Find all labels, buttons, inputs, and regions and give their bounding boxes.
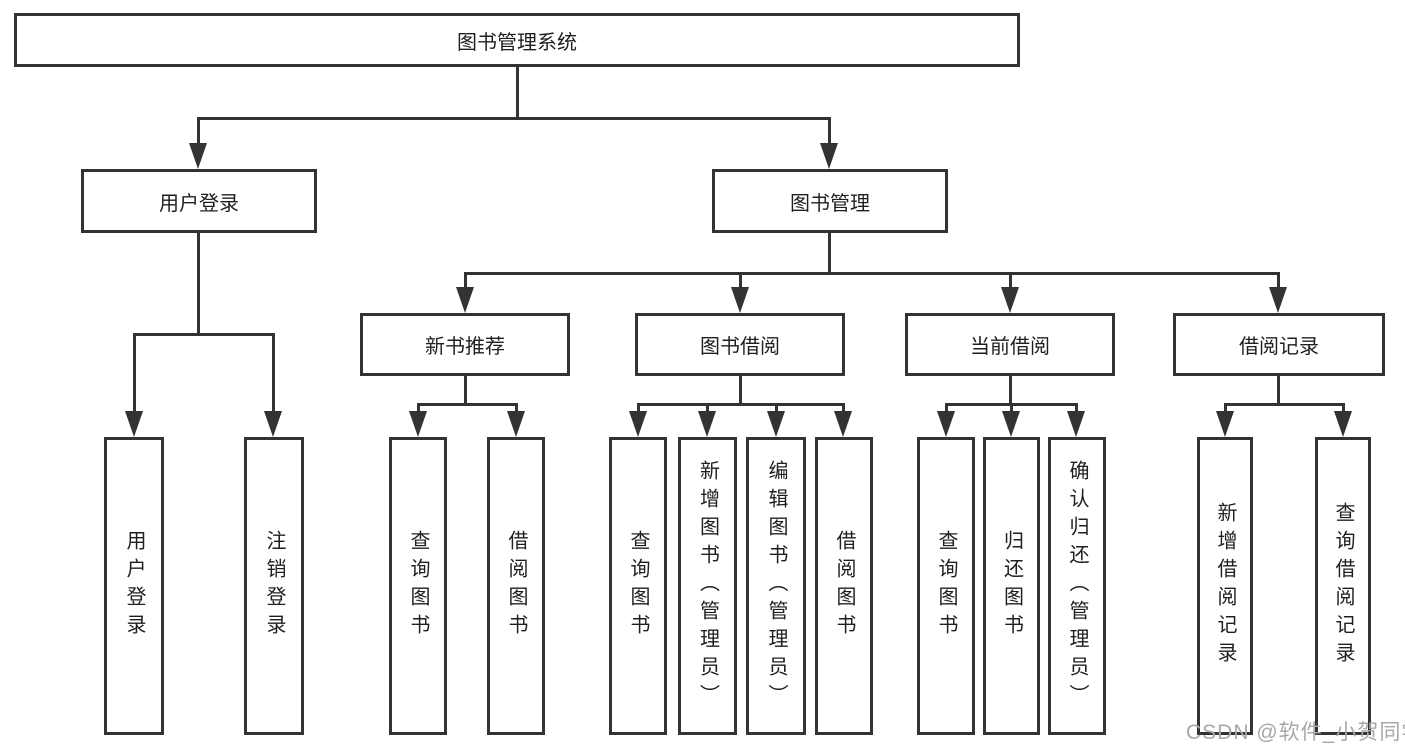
node-leaf-borrow-books: 借阅图书 [815, 437, 873, 735]
connector-vline [706, 403, 709, 415]
arrowhead-down-icon [820, 143, 838, 169]
connector-vline [739, 272, 742, 290]
node-leaf-edit-books-admin: 编辑图书（管理员） [746, 437, 806, 735]
connector-vline [828, 233, 831, 275]
node-new-book-recommend-label: 新书推荐 [425, 336, 505, 358]
arrowhead-down-icon [456, 287, 474, 313]
arrowhead-down-icon [834, 411, 852, 437]
node-root-label: 图书管理系统 [457, 31, 577, 54]
connector-vline [637, 403, 640, 415]
arrowhead-down-icon [1067, 411, 1085, 437]
connector-vline [1277, 272, 1280, 290]
connector-vline [464, 376, 467, 406]
connector-vline [828, 117, 831, 147]
node-leaf-borrow-books-recommend: 借阅图书 [487, 437, 545, 735]
arrowhead-down-icon [629, 411, 647, 437]
connector-vline [842, 403, 845, 415]
leaf-label: 查询借阅记录 [1332, 502, 1354, 670]
arrowhead-down-icon [767, 411, 785, 437]
connector-vline [1010, 403, 1013, 415]
arrowhead-down-icon [731, 287, 749, 313]
connector-vline [272, 333, 275, 413]
leaf-label: 查询图书 [627, 530, 649, 642]
arrowhead-down-icon [507, 411, 525, 437]
node-book-management: 图书管理 [712, 169, 948, 233]
leaf-label: 用户登录 [123, 530, 145, 642]
connector-vline [1009, 272, 1012, 290]
arrowhead-down-icon [125, 411, 143, 437]
connector-vline [1009, 376, 1012, 406]
leaf-label: 归还图书 [1000, 530, 1023, 642]
arrowhead-down-icon [937, 411, 955, 437]
connector-vline [197, 117, 200, 147]
node-user-login: 用户登录 [81, 169, 317, 233]
connector-vline [739, 376, 742, 406]
node-user-login-label: 用户登录 [159, 192, 239, 215]
arrowhead-down-icon [409, 411, 427, 437]
leaf-label: 编辑图书（管理员） [765, 460, 787, 712]
connector-vline [1342, 403, 1345, 415]
arrowhead-down-icon [1216, 411, 1234, 437]
leaf-label: 查询图书 [407, 530, 429, 642]
connector-vline [516, 67, 519, 119]
node-leaf-confirm-return-admin: 确认归还（管理员） [1048, 437, 1106, 735]
connector-vline [775, 403, 778, 415]
connector-hline [133, 333, 274, 336]
node-leaf-return-books: 归还图书 [983, 437, 1040, 735]
node-root: 图书管理系统 [14, 13, 1020, 67]
node-leaf-add-borrow-record: 新增借阅记录 [1197, 437, 1253, 735]
leaf-label: 新增借阅记录 [1214, 502, 1236, 670]
connector-vline [1224, 403, 1227, 415]
arrowhead-down-icon [1001, 287, 1019, 313]
csdn-watermark: CSDN @软件_小贺同学 [1186, 721, 1405, 744]
leaf-label: 确认归还（管理员） [1066, 460, 1088, 712]
arrowhead-down-icon [1269, 287, 1287, 313]
node-leaf-query-borrow-record: 查询借阅记录 [1315, 437, 1371, 735]
arrowhead-down-icon [698, 411, 716, 437]
node-borrow-records: 借阅记录 [1173, 313, 1385, 376]
node-current-borrow: 当前借阅 [905, 313, 1115, 376]
connector-vline [945, 403, 948, 415]
connector-vline [1277, 376, 1280, 406]
connector-vline [133, 333, 136, 413]
connector-vline [1075, 403, 1078, 415]
node-leaf-add-books-admin: 新增图书（管理员） [678, 437, 737, 735]
node-book-borrow-label: 图书借阅 [700, 336, 780, 358]
arrowhead-down-icon [264, 411, 282, 437]
connector-hline [464, 272, 1279, 275]
connector-vline [515, 403, 518, 415]
arrowhead-down-icon [1334, 411, 1352, 437]
connector-vline [417, 403, 420, 415]
connector-vline [197, 233, 200, 336]
node-leaf-query-books-recommend: 查询图书 [389, 437, 447, 735]
node-leaf-query-books-current: 查询图书 [917, 437, 975, 735]
arrowhead-down-icon [1002, 411, 1020, 437]
connector-hline [197, 117, 830, 120]
connector-vline [464, 272, 467, 290]
connector-hline [637, 403, 845, 406]
connector-hline [417, 403, 517, 406]
leaf-label: 注销登录 [263, 530, 285, 642]
connector-hline [1224, 403, 1344, 406]
node-leaf-user-login: 用户登录 [104, 437, 164, 735]
node-leaf-query-books-borrow: 查询图书 [609, 437, 667, 735]
node-book-management-label: 图书管理 [790, 192, 870, 215]
leaf-label: 借阅图书 [505, 530, 527, 642]
arrowhead-down-icon [189, 143, 207, 169]
node-current-borrow-label: 当前借阅 [970, 336, 1050, 358]
leaf-label: 新增图书（管理员） [696, 460, 719, 712]
node-new-book-recommend: 新书推荐 [360, 313, 570, 376]
leaf-label: 查询图书 [935, 530, 957, 642]
node-borrow-records-label: 借阅记录 [1239, 336, 1319, 358]
leaf-label: 借阅图书 [833, 530, 855, 642]
node-book-borrow: 图书借阅 [635, 313, 845, 376]
node-leaf-logout: 注销登录 [244, 437, 304, 735]
